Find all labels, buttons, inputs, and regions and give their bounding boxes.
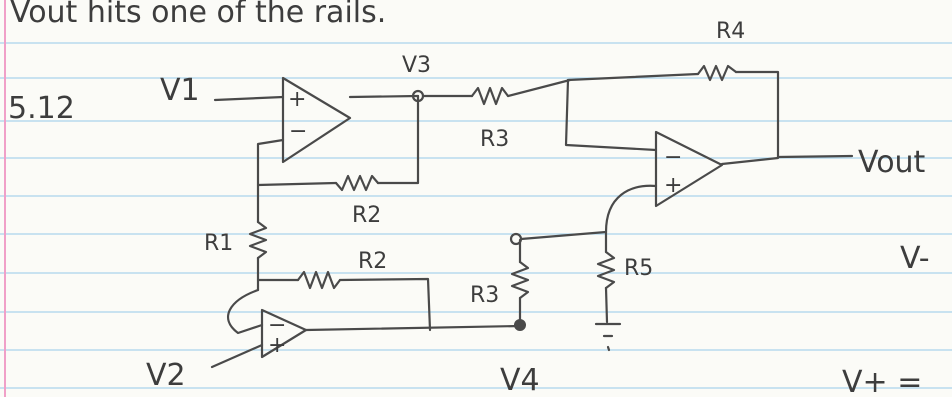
ruled-lines bbox=[0, 42, 952, 389]
opamp-bottom-minus: − bbox=[268, 313, 286, 338]
resistor-r2-bottom bbox=[296, 270, 342, 290]
opamp-top-minus: − bbox=[289, 119, 307, 144]
label-r1: R1 bbox=[204, 231, 233, 256]
edge-text-mid: V- bbox=[900, 241, 930, 276]
label-v3: V3 bbox=[402, 53, 431, 78]
resistor-r5 bbox=[596, 250, 616, 290]
resistor-r4 bbox=[696, 64, 738, 82]
label-r2-top: R2 bbox=[352, 203, 381, 228]
problem-number: 5.12 bbox=[8, 91, 75, 126]
opamp-bottom-triangle bbox=[260, 308, 308, 359]
label-v1: V1 bbox=[160, 73, 200, 108]
opamp-top-plus: + bbox=[288, 87, 306, 112]
label-r2-bottom: R2 bbox=[358, 249, 387, 274]
edge-text-bottom: V+ = bbox=[842, 365, 922, 397]
node-plus-input bbox=[509, 232, 523, 246]
resistor-r1 bbox=[248, 220, 268, 260]
resistor-r3-top bbox=[470, 86, 510, 106]
label-r3-top: R3 bbox=[480, 127, 509, 152]
opamp-right-plus: + bbox=[664, 173, 682, 198]
resistor-r2-top bbox=[334, 174, 380, 192]
label-v2: V2 bbox=[146, 358, 186, 393]
opamp-top-triangle bbox=[281, 76, 352, 164]
opamp-bottom-plus: + bbox=[268, 333, 286, 358]
label-vout: Vout bbox=[858, 145, 926, 180]
opamp-right: − + bbox=[654, 130, 724, 208]
opamp-top: + − bbox=[281, 76, 352, 164]
ground-symbol bbox=[594, 322, 622, 352]
label-r5: R5 bbox=[624, 256, 653, 281]
label-r3-right: R3 bbox=[470, 283, 499, 308]
opamp-right-triangle bbox=[654, 130, 724, 208]
label-v4: V4 bbox=[500, 363, 540, 397]
opamp-right-minus: − bbox=[664, 145, 682, 170]
header-text: Vout hits one of the rails. bbox=[10, 0, 386, 30]
opamp-bottom: − + bbox=[260, 308, 308, 359]
label-r4: R4 bbox=[716, 19, 745, 44]
resistor-r3-right bbox=[510, 260, 530, 300]
